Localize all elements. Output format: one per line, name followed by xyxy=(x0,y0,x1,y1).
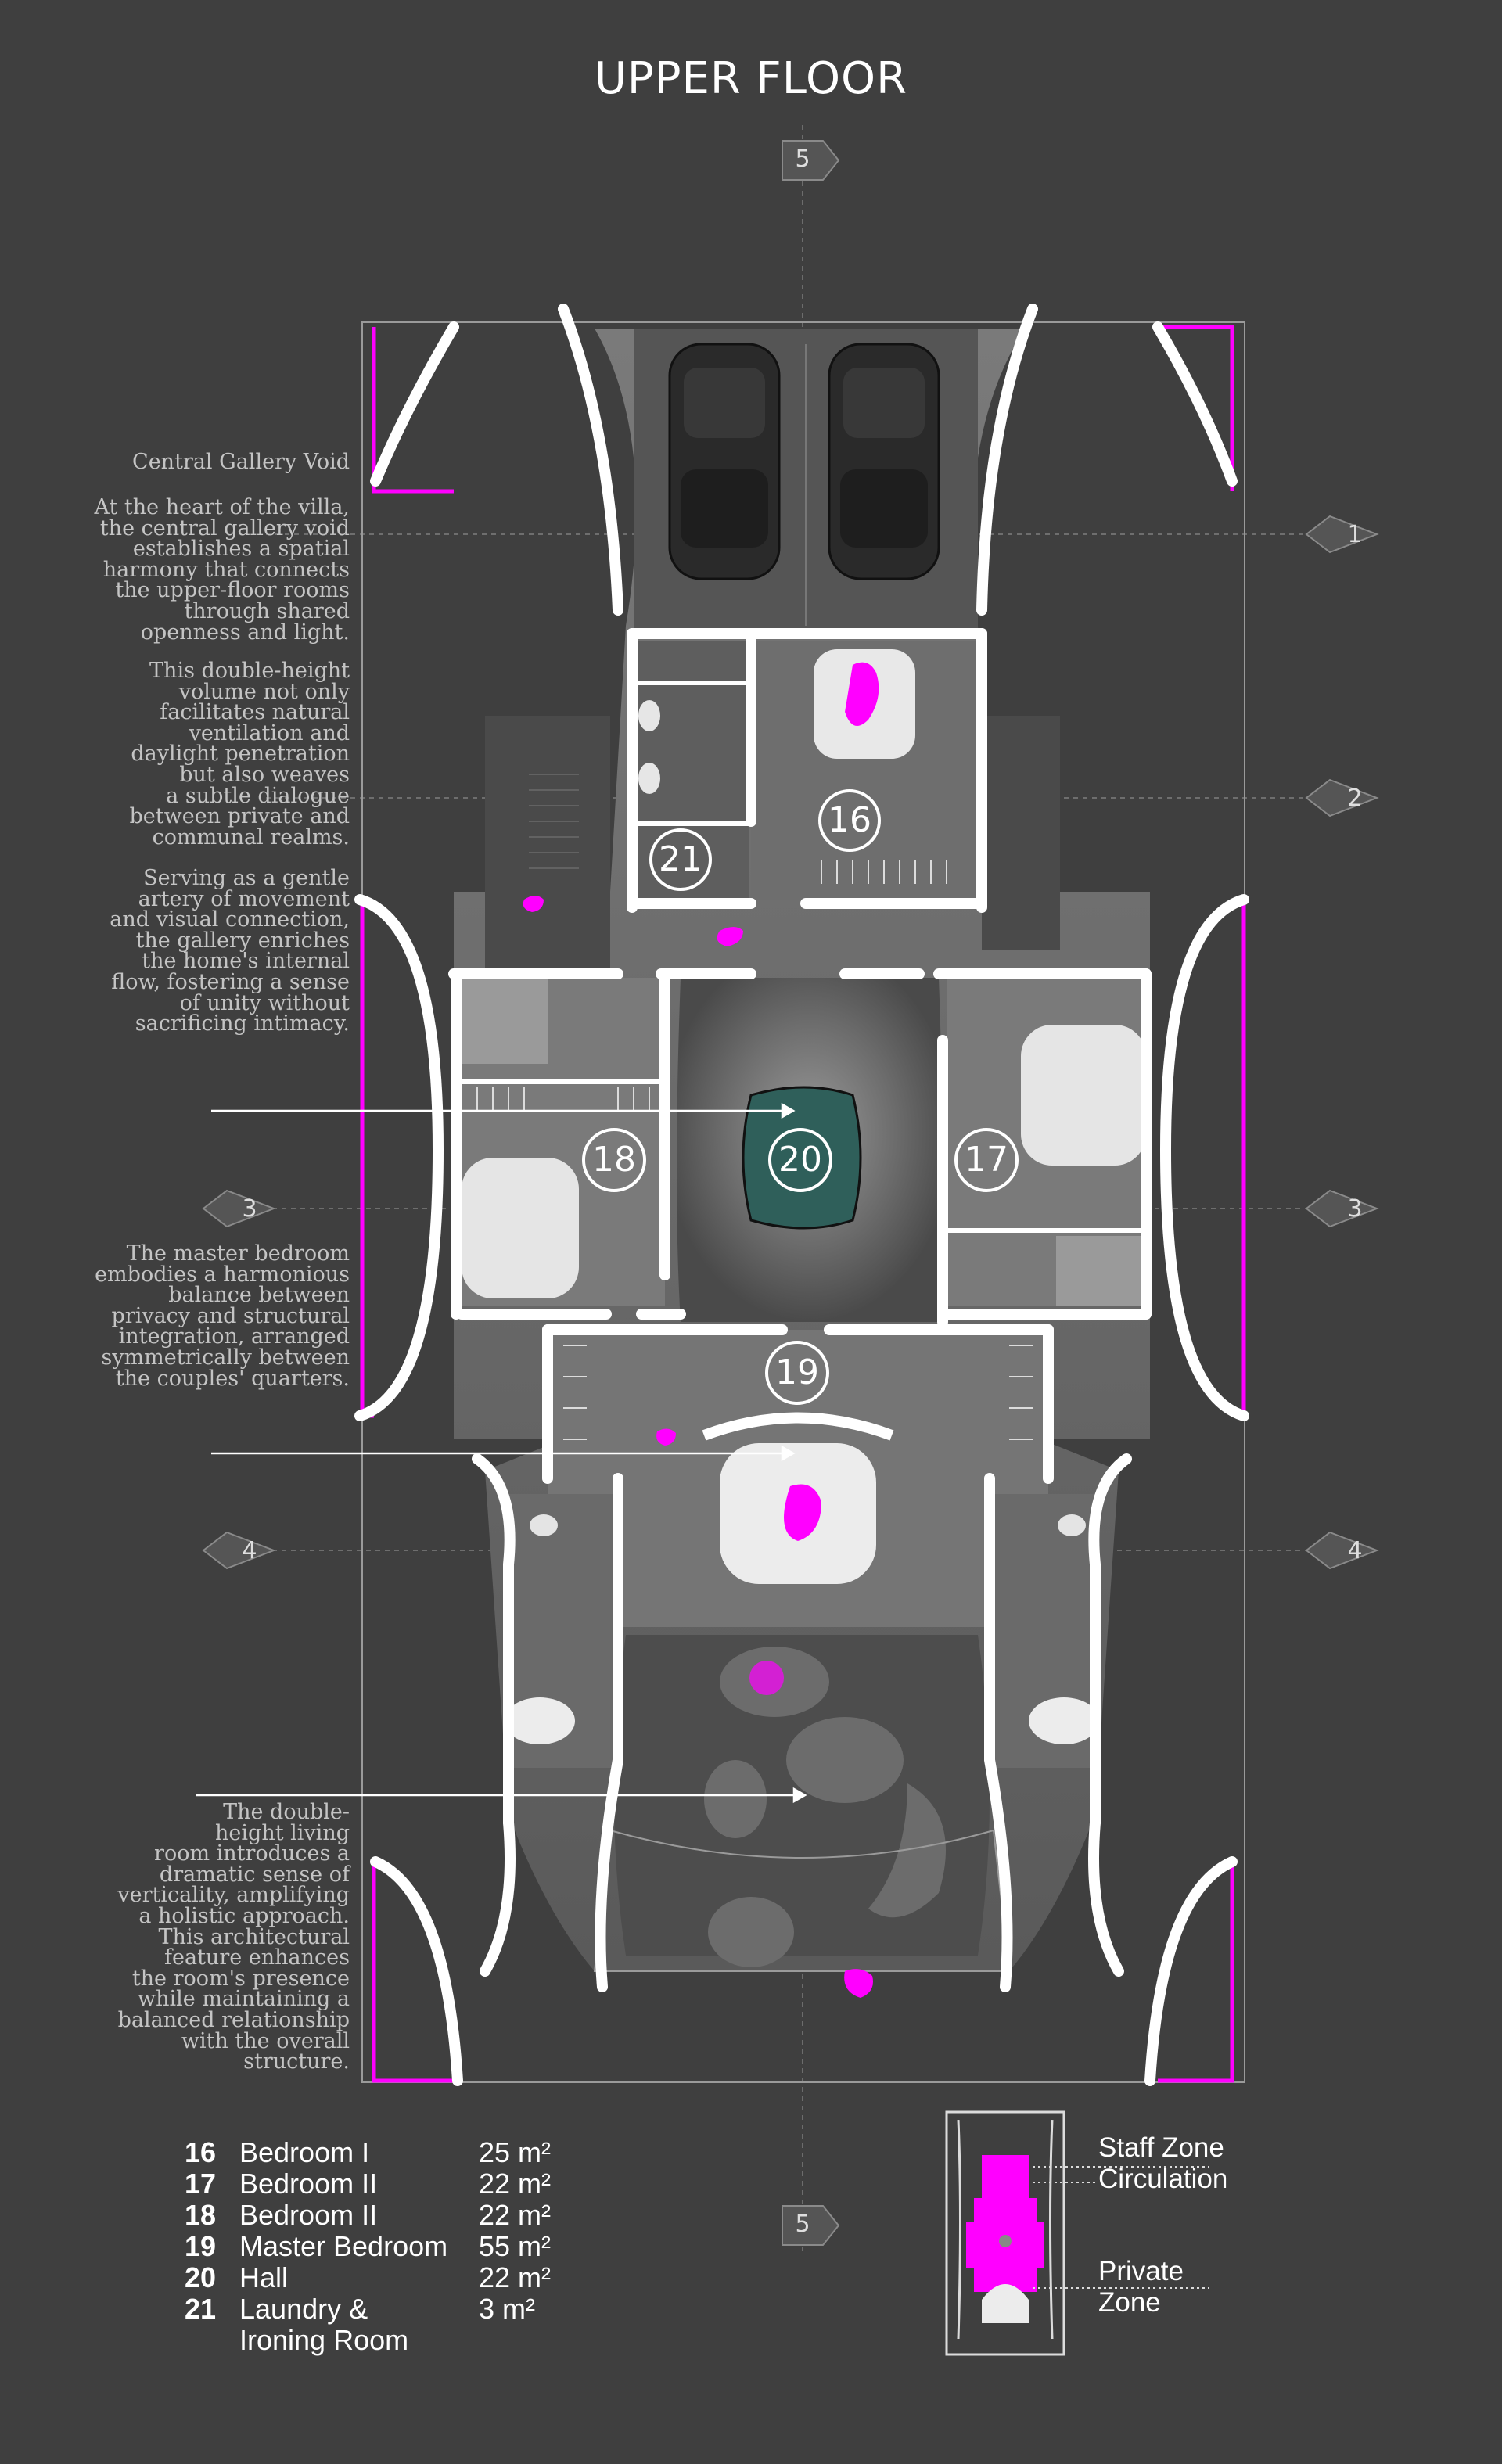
legend-id: 17 xyxy=(185,2168,217,2200)
axis-markers xyxy=(202,140,1379,2246)
axis-label-row-3-right: 3 xyxy=(1347,1195,1363,1223)
legend-id: 19 xyxy=(185,2230,217,2262)
sheet-title: UPPER FLOOR xyxy=(594,53,908,104)
room-marker-16: 16 xyxy=(818,789,881,852)
zone-label-staff: Staff Zone Circulation xyxy=(1098,2132,1228,2194)
walls xyxy=(354,304,1249,2086)
note-living-room: The double- height living room introduce… xyxy=(117,1800,350,2074)
legend-name: Laundry & Ironing Room xyxy=(239,2293,409,2356)
axis-label-row-4-left: 4 xyxy=(242,1537,257,1564)
legend-id: 16 xyxy=(185,2136,217,2168)
room-legend: 16 Bedroom I 25 m² 17 Bedroom II 22 m² 1… xyxy=(185,2137,591,2356)
legend-id: 18 xyxy=(185,2199,217,2231)
note-gallery-heading: Central Gallery Void xyxy=(132,450,350,474)
note-master-bedroom: The master bedroom embodies a harmonious… xyxy=(95,1241,350,1391)
legend-name: Bedroom I xyxy=(239,2136,370,2168)
room-marker-21: 21 xyxy=(649,828,712,891)
axis-label-row-2: 2 xyxy=(1347,785,1363,812)
zone-label-private: Private Zone xyxy=(1098,2256,1184,2318)
room-marker-19: 19 xyxy=(765,1341,829,1405)
note-gallery-paragraph-1: At the heart of the villa, the central g… xyxy=(94,495,350,645)
stair-left xyxy=(485,716,610,970)
axis-label-row-4-right: 4 xyxy=(1347,1537,1363,1564)
boundary-magenta-edges xyxy=(360,325,1246,2083)
note-gallery-paragraph-2: This double-height volume not only facil… xyxy=(129,659,350,849)
legend-area: 22 m² xyxy=(479,2261,552,2293)
axis-label-top-5: 5 xyxy=(795,145,810,173)
legend-name: Hall xyxy=(239,2261,289,2293)
room-marker-20: 20 xyxy=(768,1128,832,1192)
note-gallery-paragraph-3: Serving as a gentle artery of movement a… xyxy=(110,866,350,1036)
legend-id: 20 xyxy=(185,2261,217,2293)
legend-name: Master Bedroom xyxy=(239,2230,448,2262)
stair-right xyxy=(982,716,1060,950)
axis-label-row-3-left: 3 xyxy=(242,1195,257,1223)
annotation-arrows xyxy=(196,1102,807,1804)
legend-area: 22 m² xyxy=(479,2199,552,2231)
legend-area: 22 m² xyxy=(479,2168,552,2200)
axis-label-bottom-5: 5 xyxy=(795,2211,810,2238)
room-marker-17: 17 xyxy=(954,1128,1019,1192)
legend-id: 21 xyxy=(185,2293,217,2325)
legend-area: 55 m² xyxy=(479,2230,552,2262)
zone-key-plan xyxy=(945,2110,1209,2356)
legend-area: 3 m² xyxy=(479,2293,535,2325)
legend-name: Bedroom II xyxy=(239,2199,378,2231)
car-left xyxy=(668,343,781,580)
room-marker-18: 18 xyxy=(582,1128,646,1192)
car-right xyxy=(828,343,940,580)
legend-area: 25 m² xyxy=(479,2136,552,2168)
axis-label-row-1: 1 xyxy=(1347,521,1363,548)
legend-name: Bedroom II xyxy=(239,2168,378,2200)
